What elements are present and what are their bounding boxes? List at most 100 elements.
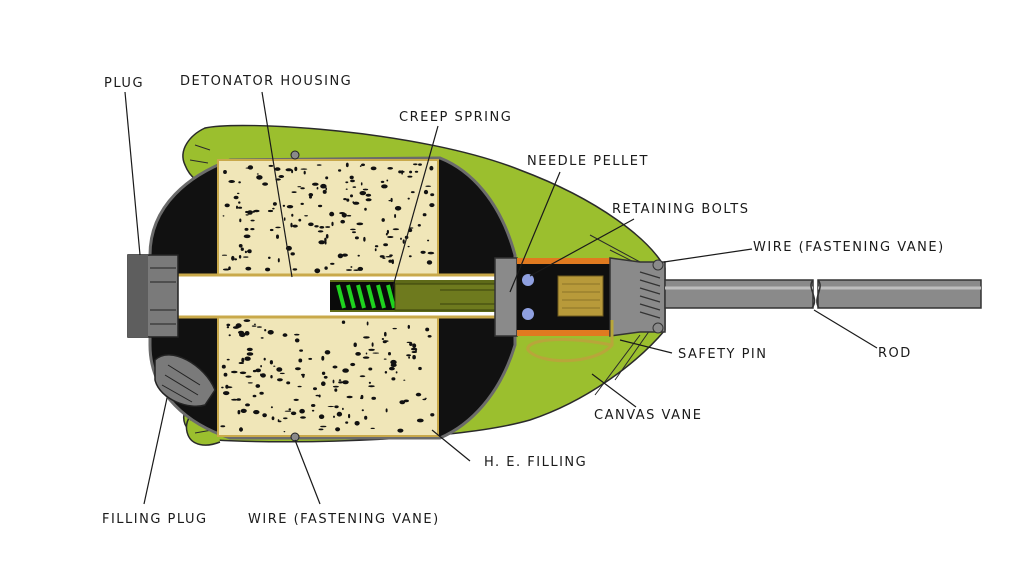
he-speckle: [383, 243, 388, 247]
he-speckle: [318, 204, 323, 208]
he-speckle: [238, 362, 244, 364]
he-speckle: [238, 330, 244, 335]
he-speckle: [294, 333, 300, 336]
he-speckle: [323, 375, 328, 379]
he-speckle: [338, 169, 342, 172]
label-rod: ROD: [878, 346, 912, 361]
he-speckle: [223, 170, 227, 174]
he-speckle: [231, 255, 235, 261]
he-speckle: [386, 229, 389, 234]
he-speckle: [345, 421, 349, 424]
he-speckle: [321, 381, 326, 387]
he-speckle: [350, 194, 353, 198]
he-speckle: [398, 170, 402, 174]
leader-filling-plug: [143, 397, 168, 505]
he-speckle: [272, 202, 277, 206]
he-speckle: [252, 394, 257, 398]
wire-knot-bottom: [290, 432, 300, 442]
he-speckle: [392, 228, 400, 231]
he-speckle: [371, 342, 374, 347]
he-speckle: [356, 222, 364, 226]
he-speckle: [246, 347, 253, 352]
he-speckle: [352, 231, 356, 234]
he-speckle: [407, 197, 410, 200]
he-speckle: [255, 384, 261, 388]
he-speckle: [331, 221, 334, 227]
he-speckle: [368, 367, 373, 371]
leader-canvas-vane: [591, 373, 637, 408]
he-speckle: [350, 228, 356, 231]
he-speckle: [294, 166, 298, 172]
creep-spring: [330, 282, 396, 310]
he-speckle: [360, 397, 363, 400]
he-speckle: [403, 399, 409, 403]
he-speckle: [240, 247, 244, 251]
he-speckle: [359, 191, 367, 196]
he-speckle: [292, 224, 298, 228]
he-speckle: [284, 410, 292, 412]
he-speckle: [362, 188, 369, 191]
he-speckle: [269, 228, 274, 232]
he-speckle: [320, 183, 327, 189]
he-speckle: [318, 394, 321, 398]
he-speckle: [365, 352, 368, 355]
he-speckle: [286, 381, 291, 385]
he-speckle: [352, 186, 357, 188]
he-speckle: [223, 391, 230, 396]
he-speckle: [314, 225, 319, 228]
he-speckle: [381, 338, 385, 340]
he-speckle: [253, 410, 260, 415]
spring-coil: [336, 284, 346, 309]
he-speckle: [236, 192, 240, 195]
he-speckle: [233, 195, 239, 200]
he-speckle: [379, 255, 385, 258]
he-speckle: [380, 180, 385, 183]
he-speckle: [336, 411, 343, 417]
he-speckle: [308, 357, 313, 360]
he-speckle: [370, 166, 377, 171]
he-speckle: [238, 201, 241, 204]
he-speckle: [247, 210, 253, 215]
he-speckle: [418, 163, 422, 166]
he-speckle: [308, 193, 314, 197]
he-speckle: [408, 356, 410, 359]
he-speckle: [329, 211, 335, 217]
he-speckle: [341, 212, 344, 215]
he-speckle: [256, 326, 262, 328]
he-speckle: [346, 269, 352, 271]
he-speckle: [388, 352, 391, 356]
he-speckle: [368, 385, 375, 388]
he-speckle: [327, 405, 335, 408]
he-speckle: [359, 165, 362, 168]
he-speckle: [427, 251, 435, 255]
he-speckle: [390, 359, 397, 365]
he-speckle: [300, 416, 306, 419]
he-speckle: [364, 207, 367, 211]
he-speckle: [236, 398, 241, 401]
he-speckle: [247, 249, 252, 254]
he-speckle: [221, 254, 228, 256]
he-speckle: [409, 170, 413, 174]
he-speckle: [406, 341, 412, 343]
he-speckle: [317, 230, 324, 233]
he-speckle: [334, 405, 339, 409]
he-speckle: [357, 254, 360, 257]
he-speckle: [244, 250, 247, 254]
he-speckle: [370, 427, 375, 429]
he-speckle: [424, 397, 427, 399]
he-speckle: [422, 398, 427, 401]
he-speckle: [320, 425, 327, 428]
he-speckle: [313, 387, 317, 391]
he-speckle: [365, 198, 372, 202]
he-speckle: [244, 331, 250, 336]
he-speckle: [262, 182, 268, 186]
he-speckle: [409, 227, 414, 229]
he-speckle: [260, 337, 264, 339]
he-speckle: [300, 187, 305, 190]
he-speckle: [334, 388, 338, 392]
he-speckle: [245, 214, 249, 216]
he-speckle: [245, 167, 252, 169]
he-speckle: [265, 267, 271, 272]
he-speckle: [365, 193, 372, 197]
rod: [664, 279, 982, 309]
